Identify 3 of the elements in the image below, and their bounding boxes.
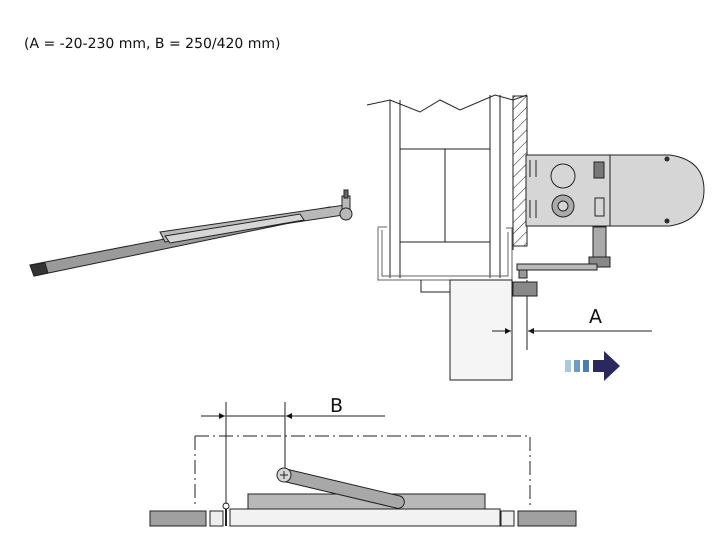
dimension-label: B bbox=[330, 395, 344, 417]
dimension-label: A bbox=[589, 306, 602, 328]
title: (A = -20-230 mm, B = 250/420 mm) bbox=[24, 36, 281, 52]
